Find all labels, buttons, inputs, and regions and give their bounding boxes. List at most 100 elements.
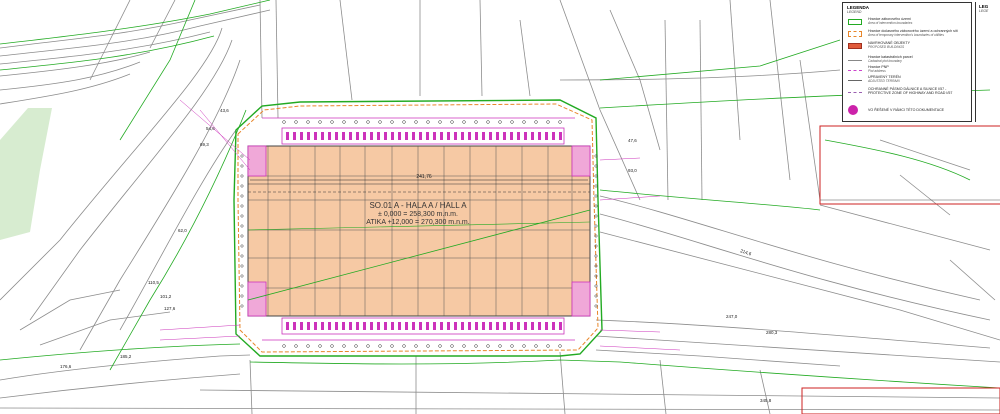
legend-item-label: Hranice záborového území — [868, 17, 911, 21]
legend-item-label: OCHRANNÉ PÁSMO DÁLNICE A SILNICE I/57 - … — [868, 87, 953, 95]
parking-marker — [522, 344, 526, 348]
dock-door — [538, 322, 541, 330]
dim-label-12: 345,8 — [760, 398, 772, 403]
dock-door — [510, 322, 513, 330]
parking-marker — [342, 120, 346, 124]
dock-door — [468, 322, 471, 330]
dock-door — [286, 132, 289, 140]
dock-door — [531, 132, 534, 140]
parking-marker — [402, 344, 406, 348]
dock-door — [405, 132, 408, 140]
parking-marker — [306, 120, 310, 124]
parking-marker — [414, 120, 418, 124]
parking-marker — [294, 120, 298, 124]
side-marker — [240, 304, 244, 308]
dock-door — [391, 322, 394, 330]
dock-door — [335, 322, 338, 330]
parking-marker — [426, 344, 430, 348]
legend-swatch — [848, 80, 862, 81]
dock-door — [552, 132, 555, 140]
legend-swatch — [848, 43, 862, 49]
parking-marker — [366, 344, 370, 348]
dock-door — [538, 132, 541, 140]
parking-marker — [558, 120, 562, 124]
side-marker — [240, 194, 244, 198]
side-marker — [240, 154, 244, 158]
dock-door — [482, 132, 485, 140]
dock-door — [307, 132, 310, 140]
dim-label-7: 110,5 — [148, 280, 159, 285]
parking-marker — [318, 344, 322, 348]
parking-marker — [534, 120, 538, 124]
terrain-line-2 — [247, 221, 591, 231]
parking-marker — [342, 344, 346, 348]
dim-label-15: 43,6 — [220, 108, 229, 113]
side-marker — [240, 284, 244, 288]
green-park-area — [0, 108, 52, 240]
legend-item-label: VO ŘEŠENÉ V RÁMCI TÉTO DOKUMENTACE — [868, 108, 945, 112]
dock-door — [482, 322, 485, 330]
length-dimension-label: 241,76 — [416, 174, 432, 180]
dock-door — [545, 322, 548, 330]
legend-item-label: Hranice PNP — [868, 65, 889, 69]
dim-label-11: 176,6 — [60, 364, 72, 369]
legend2-title: LEG — [979, 4, 989, 9]
parking-marker — [378, 344, 382, 348]
parking-marker — [486, 120, 490, 124]
legend-swatch — [848, 70, 862, 71]
legend-subtitle: LEGEND — [847, 10, 862, 14]
road-outlines — [0, 0, 1000, 389]
dim-label-10: 185,2 — [120, 354, 132, 359]
side-marker — [240, 204, 244, 208]
legend-panel-2: LEG LEGE — [975, 2, 1000, 122]
dock-door — [524, 132, 527, 140]
dock-doors — [286, 132, 562, 330]
parking-marker — [546, 120, 550, 124]
dock-door — [370, 322, 373, 330]
hall-structural-grid — [248, 146, 590, 316]
legend-item-sub: Plot address — [868, 69, 886, 73]
dim-label-9: 127,6 — [164, 306, 176, 311]
dock-door — [384, 132, 387, 140]
legend-item-sub: PROPOSED BUILDINGS — [868, 45, 905, 49]
dock-door — [440, 132, 443, 140]
dock-door — [510, 132, 513, 140]
dock-door — [503, 132, 506, 140]
parking-marker — [438, 344, 442, 348]
legend-item: OCHRANNÉ PÁSMO DÁLNICE A SILNICE I/57 - … — [846, 87, 970, 101]
dock-door — [356, 322, 359, 330]
dim-label-4: 247,0 — [726, 314, 738, 319]
parking-marker — [366, 120, 370, 124]
legend-item-sub: Area of temporary intervention's boundar… — [868, 33, 944, 37]
parking-marker — [522, 120, 526, 124]
parking-marker — [474, 120, 478, 124]
parking-marker — [354, 120, 358, 124]
dock-door — [356, 132, 359, 140]
dock-door — [503, 322, 506, 330]
parking-marker — [306, 344, 310, 348]
dock-door — [447, 322, 450, 330]
dim-label-1: 47,6 — [628, 138, 637, 143]
parking-marker — [318, 120, 322, 124]
side-marker — [240, 244, 244, 248]
dock-door — [286, 322, 289, 330]
dock-door — [433, 322, 436, 330]
parking-marker — [330, 344, 334, 348]
legend-item-sub: ADJUSTED TERRAIN — [868, 79, 900, 83]
dock-door — [307, 322, 310, 330]
side-marker — [594, 234, 598, 238]
dock-door — [461, 322, 464, 330]
dim-label-14: 54,6 — [206, 126, 215, 131]
dock-door — [433, 132, 436, 140]
dock-door — [454, 322, 457, 330]
parking-marker — [282, 344, 286, 348]
side-marker — [240, 214, 244, 218]
parking-marker — [450, 344, 454, 348]
side-marker — [240, 294, 244, 298]
dim-label-3: 214,6 — [740, 248, 753, 256]
legend-item: Hranice dočasného záborového území a och… — [846, 29, 970, 41]
